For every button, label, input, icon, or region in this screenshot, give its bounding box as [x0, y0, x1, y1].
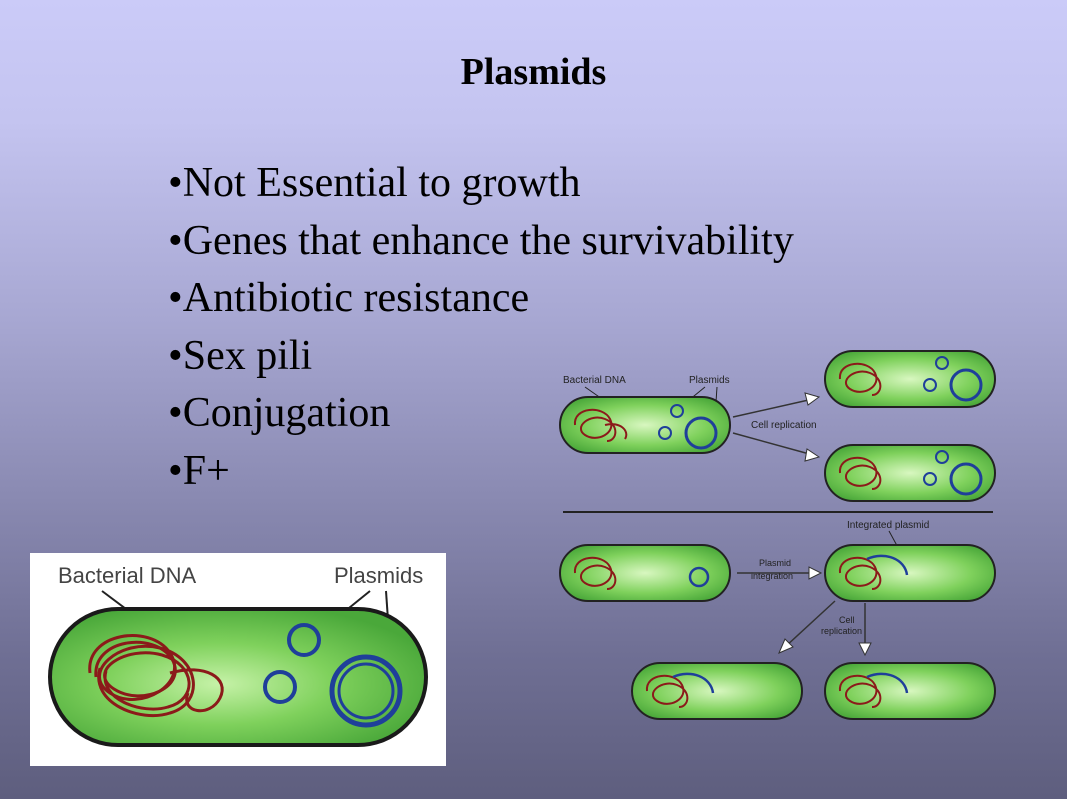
bullet-item: Sex pili	[168, 328, 794, 386]
arrow-line	[732, 432, 814, 456]
slide-title: Plasmids	[460, 51, 607, 93]
integrated-cell	[824, 544, 996, 602]
bullet-item: Antibiotic resistance	[168, 270, 794, 328]
arrow-line	[732, 398, 814, 418]
bacterial-dna-label: Bacterial DNA	[563, 375, 626, 386]
plasmids-label: Plasmids	[689, 375, 730, 386]
plasmid-small-icon	[287, 623, 321, 657]
plasmid-large-icon	[329, 654, 403, 728]
arrow-head	[804, 392, 821, 406]
plasmid-integration-label: Plasmid	[759, 558, 791, 568]
bullet-item: Conjugation	[168, 385, 794, 443]
bullet-list: Not Essential to growth Genes that enhan…	[168, 155, 794, 500]
bullet-item: Not Essential to growth	[168, 155, 794, 213]
cell-replication-label: Cell	[839, 615, 855, 625]
plasmid-large-inner-icon	[337, 662, 395, 720]
cell-replication-label: replication	[821, 626, 862, 636]
daughter-cell	[824, 350, 996, 408]
bacterium-figure: Bacterial DNA Plasmids	[30, 553, 446, 766]
bacterium-cell	[559, 396, 731, 454]
bacterial-dna-icon	[88, 634, 224, 718]
bullet-item: Genes that enhance the survivability	[168, 213, 794, 271]
arrow-head	[778, 638, 794, 654]
daughter-cell	[824, 662, 996, 720]
integrated-plasmid-label: Integrated plasmid	[847, 520, 929, 531]
arrow-head	[804, 448, 821, 462]
cell-replication-label: Cell replication	[751, 420, 817, 431]
arrow-head	[858, 642, 872, 657]
daughter-cell	[824, 444, 996, 502]
daughter-cell	[631, 662, 803, 720]
plasmid-small-icon	[263, 670, 297, 704]
plasmids-label: Plasmids	[334, 563, 423, 588]
bullet-item: F+	[168, 443, 794, 501]
arrow-line	[784, 600, 836, 648]
bacterial-dna-label: Bacterial DNA	[58, 563, 196, 588]
bacterium-cell	[559, 544, 731, 602]
plasmid-integration-label: integration	[751, 571, 793, 581]
arrow-head	[808, 566, 823, 580]
plasmid-replication-diagram: Bacterial DNA Plasmids Cell replication …	[559, 350, 996, 720]
